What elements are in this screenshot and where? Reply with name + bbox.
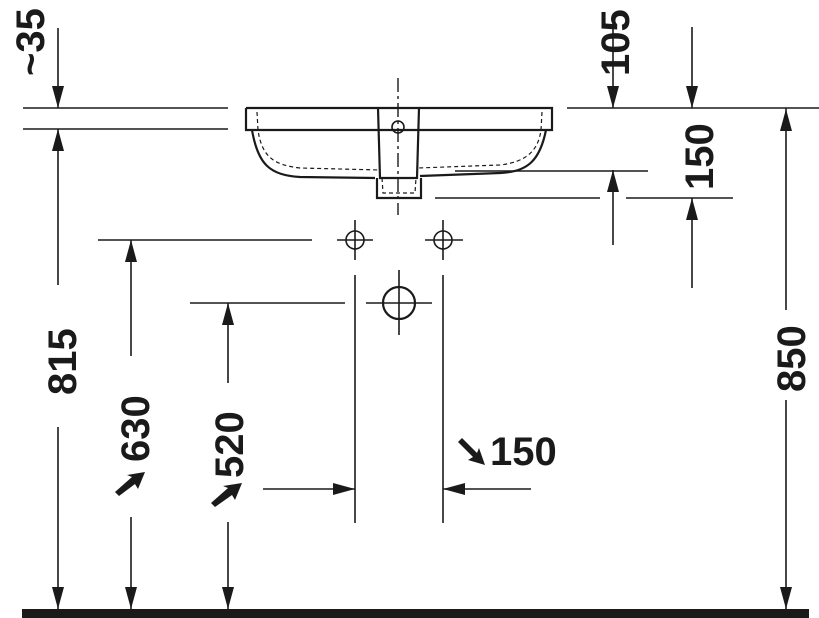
dim-105: 105	[455, 9, 648, 245]
dim-150-vertical-label: 150	[678, 123, 722, 190]
dim-150-horizontal: 150	[263, 275, 557, 523]
dim-815-label: 815	[41, 328, 85, 395]
washbasin-outline	[244, 106, 554, 200]
dim-150-horizontal-label: 150	[490, 430, 557, 474]
dim-630: 630	[98, 239, 312, 609]
floor-line	[22, 609, 809, 618]
leader-arrow-150	[458, 438, 485, 465]
leader-arrow-630	[115, 472, 145, 496]
dim-105-label: 105	[594, 9, 638, 76]
countertop-lines	[23, 107, 228, 130]
waste-connection	[366, 270, 432, 335]
dim-850: 850	[770, 108, 814, 609]
supply-connections	[337, 220, 463, 260]
leader-arrow-520	[211, 483, 242, 507]
dim-630-label: 630	[114, 395, 158, 462]
dim-520-label: 520	[208, 411, 252, 478]
dim-520: 520	[190, 302, 345, 609]
dim-countertop-label: ~35	[9, 8, 53, 76]
dim-850-label: 850	[770, 325, 814, 392]
dim-countertop: ~35	[9, 8, 64, 151]
dim-150-vertical: 150	[435, 27, 733, 288]
dim-815: 815	[41, 129, 85, 609]
